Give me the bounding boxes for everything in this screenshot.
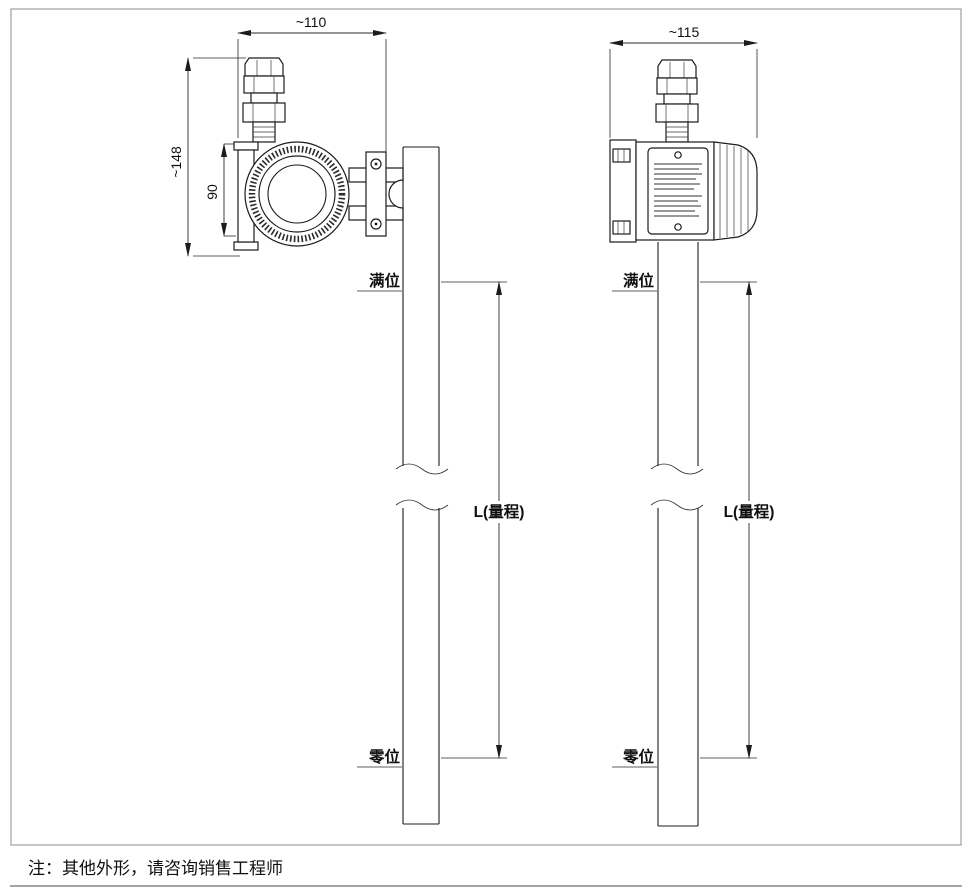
- break-line: [650, 499, 704, 511]
- nameplate: [647, 147, 709, 235]
- footer-note: 注：其他外形，请咨询销售工程师: [28, 859, 283, 878]
- dim-body-front-label: 90: [204, 184, 220, 200]
- dim-width-side: ~115: [609, 24, 758, 138]
- transmitter-body-side: [609, 139, 758, 243]
- level-annotations-front: 满位 零位 L(量程): [357, 271, 530, 768]
- cable-gland-side: [655, 59, 699, 143]
- zero-level-label-side: 零位: [622, 747, 655, 766]
- break-line: [650, 463, 704, 475]
- cable-gland-front: [242, 57, 286, 143]
- probe-pipe-side: [650, 242, 704, 827]
- dim-width-front-label: ~110: [296, 14, 327, 30]
- dim-width-front: ~110: [237, 14, 387, 158]
- dim-body-front: 90: [204, 143, 236, 237]
- drawing-border: [10, 8, 962, 846]
- ring-label-texture: [248, 145, 346, 243]
- range-label-front: L(量程): [474, 503, 525, 521]
- range-label-side: L(量程): [724, 503, 775, 521]
- break-line: [395, 463, 449, 475]
- full-level-label-front: 满位: [369, 271, 401, 290]
- mounting-bracket: [348, 151, 404, 237]
- dim-height-front: ~148: [168, 57, 246, 257]
- end-cap: [713, 141, 758, 241]
- front-view: ~110 ~148 90: [168, 14, 530, 825]
- range-label-backing: [468, 501, 530, 523]
- zero-level-label-front: 零位: [368, 747, 401, 766]
- side-view: ~115: [609, 24, 780, 827]
- level-annotations-side: 满位 零位 L(量程): [612, 271, 780, 768]
- dim-height-front-label: ~148: [168, 146, 184, 178]
- break-line: [395, 499, 449, 511]
- dim-width-side-label: ~115: [669, 24, 700, 40]
- transmitter-head-front: [244, 141, 350, 247]
- full-level-label-side: 满位: [623, 271, 655, 290]
- probe-pipe-front: [395, 146, 449, 825]
- range-label-backing: [718, 501, 780, 523]
